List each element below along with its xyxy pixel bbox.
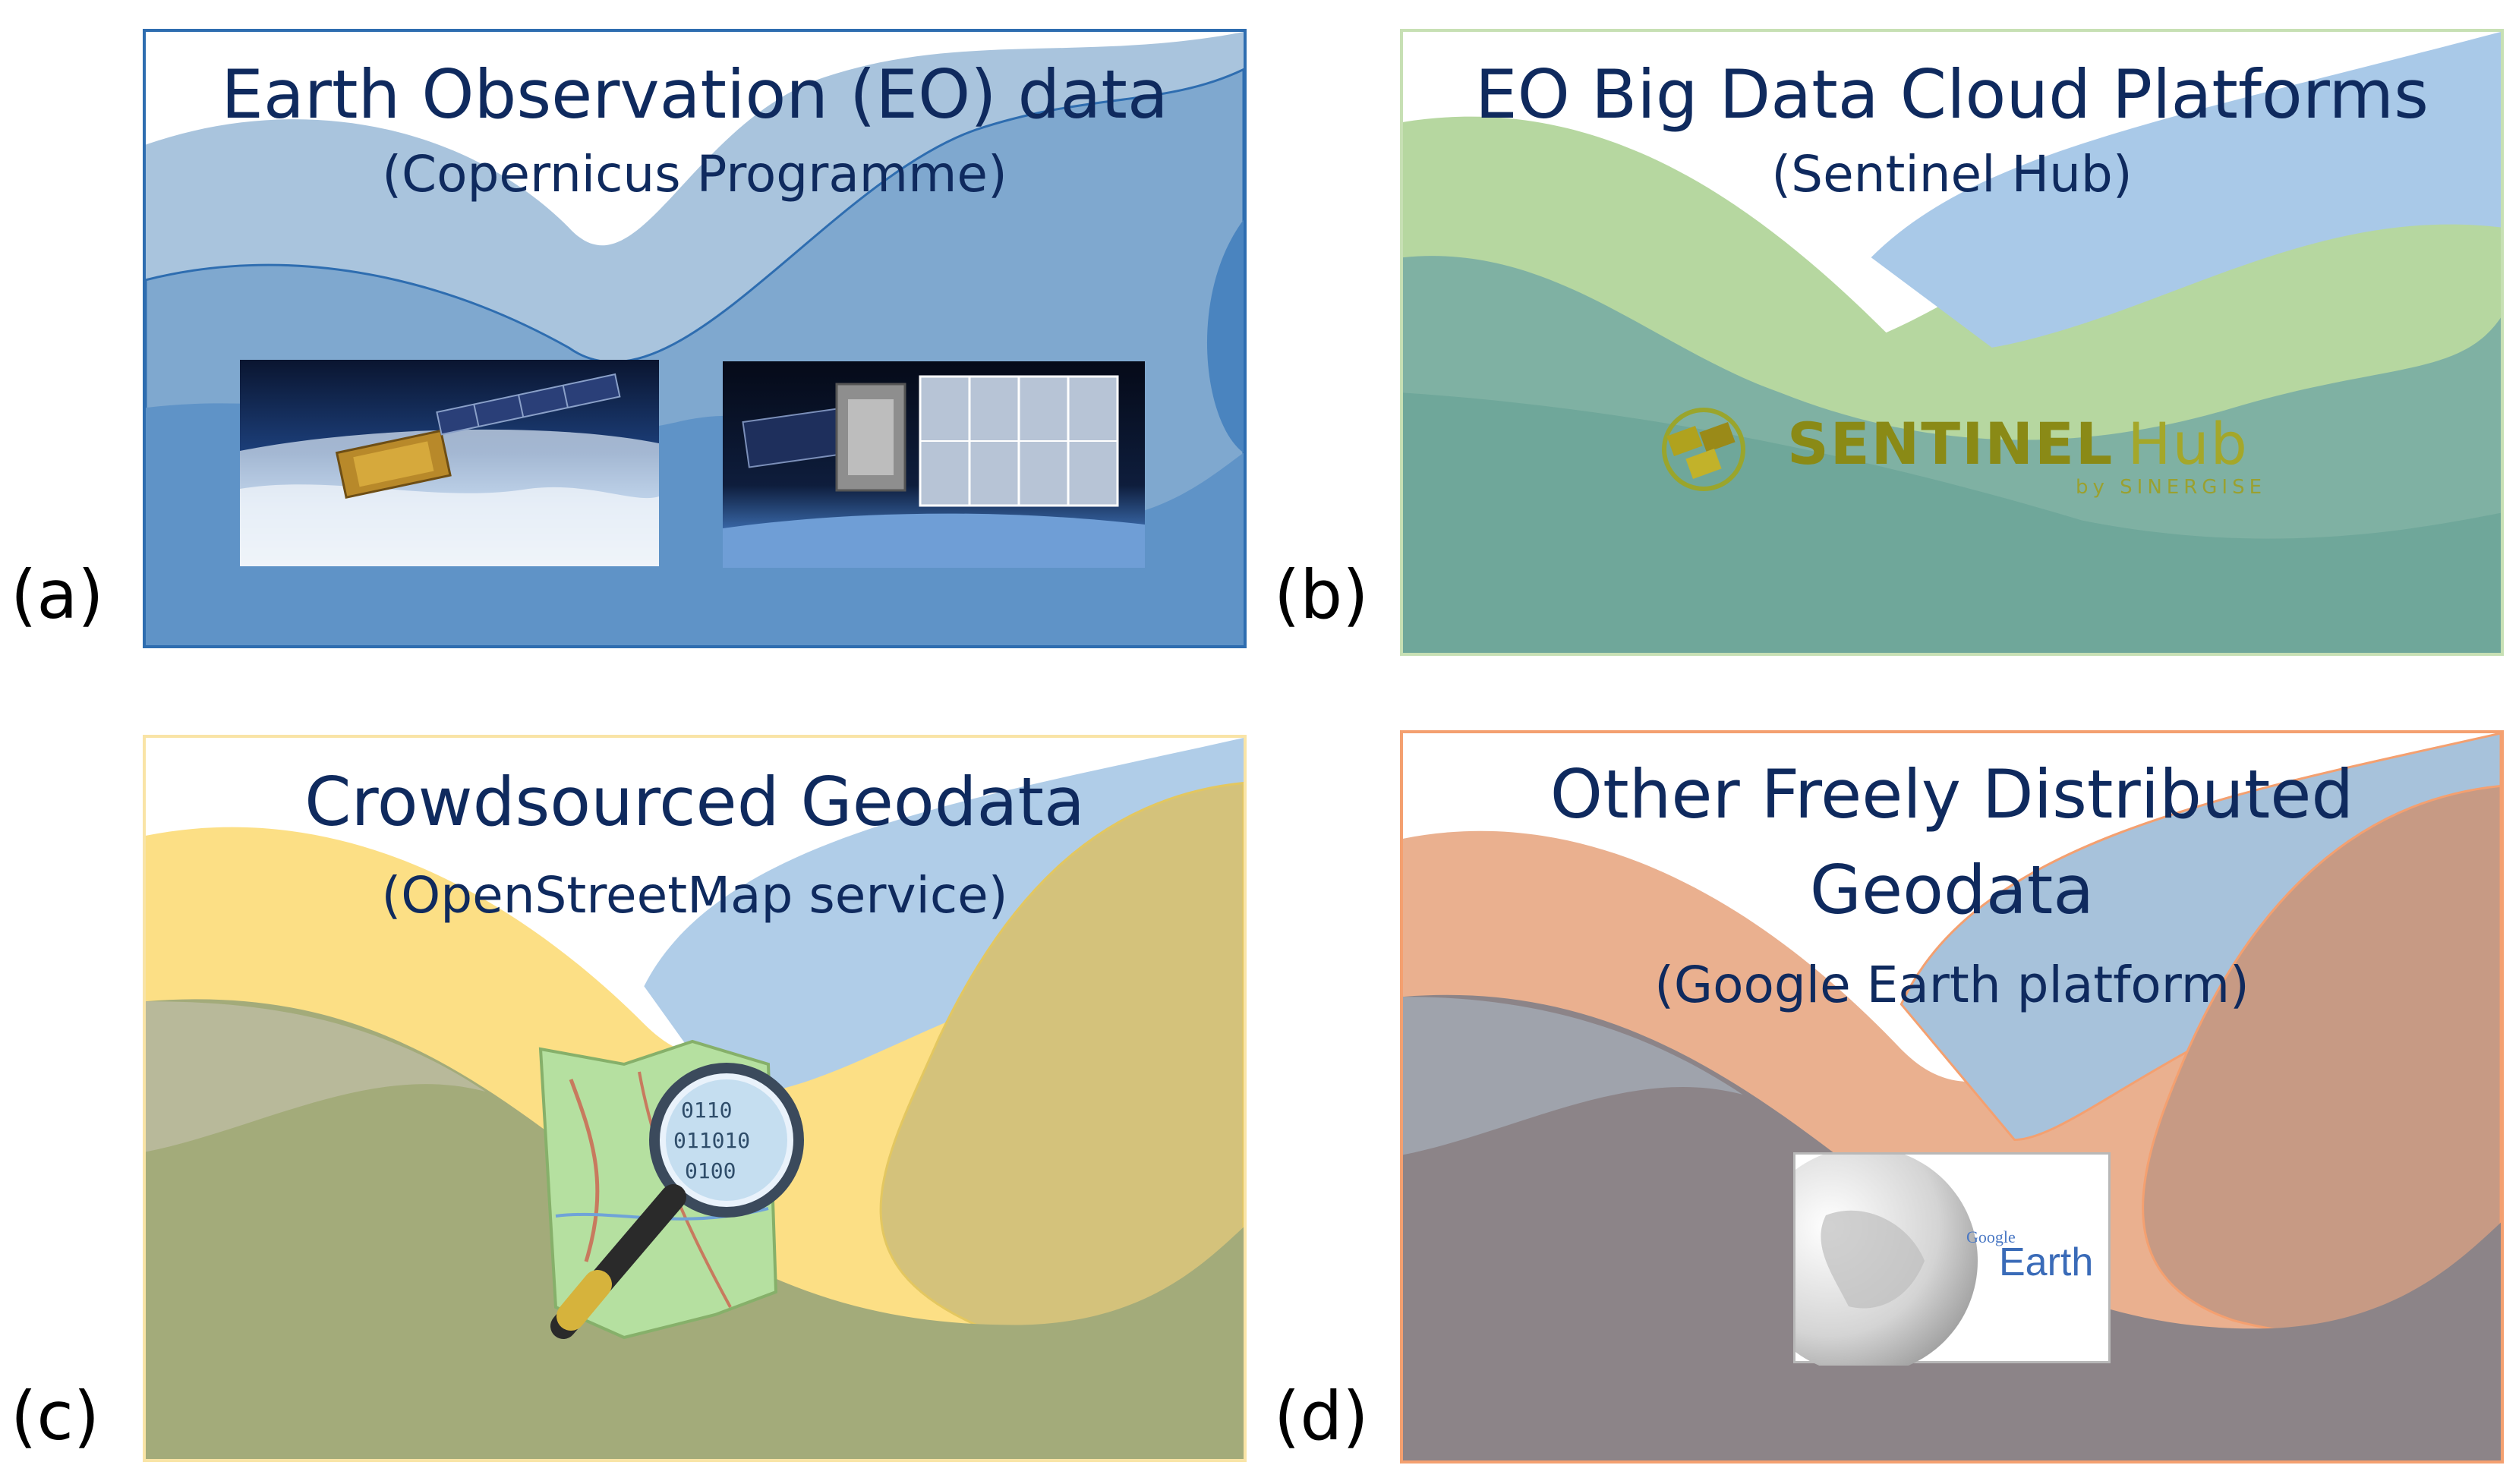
panel-a-title: Earth Observation (EO) data — [221, 55, 1168, 134]
google-wordmark: Google — [1966, 1227, 2016, 1246]
earth-wordmark: Earth — [1999, 1240, 2094, 1284]
satellite-sentinel-1-image — [240, 360, 659, 566]
panel-d-title-line-1: Other Freely Distributed — [1550, 755, 2354, 833]
panel-d-wave-background — [1403, 733, 2501, 1460]
binary-text-line-2: 011010 — [673, 1128, 750, 1153]
panel-b-wave-background — [1403, 32, 2501, 653]
panel-eo-data: Earth Observation (EO) data (Copernicus … — [143, 29, 1247, 648]
openstreetmap-logo: 0110 011010 0100 — [525, 1034, 844, 1368]
panel-label-c: (c) — [11, 1377, 100, 1455]
panel-label-d: (d) — [1274, 1377, 1369, 1455]
binary-text-line-1: 0110 — [681, 1098, 732, 1123]
sentinel-hub-cube-icon — [1662, 408, 1745, 491]
panel-label-a: (a) — [11, 556, 104, 634]
binary-text-line-3: 0100 — [685, 1158, 736, 1183]
panel-c-title: Crowdsourced Geodata — [304, 763, 1085, 841]
panel-label-b: (b) — [1274, 556, 1369, 634]
panel-d-title-line-2: Geodata — [1809, 851, 2095, 929]
sinergise-byline: by SINERGISE — [2076, 476, 2267, 499]
satellite-sentinel-2-image — [723, 361, 1145, 568]
sentinel-logo-word: SENTINEL — [1787, 410, 2114, 477]
panel-cloud-platforms: EO Big Data Cloud Platforms (Sentinel Hu… — [1400, 29, 2504, 656]
panel-d-subtitle: (Google Earth platform) — [1654, 956, 2249, 1014]
panel-b-subtitle: (Sentinel Hub) — [1771, 145, 2133, 203]
globe-icon — [1795, 1155, 1978, 1366]
panel-b-title: EO Big Data Cloud Platforms — [1475, 55, 2429, 134]
panel-crowdsourced-geodata: Crowdsourced Geodata (OpenStreetMap serv… — [143, 735, 1247, 1462]
google-earth-logo: Google Earth — [1793, 1152, 2111, 1366]
panel-c-subtitle: (OpenStreetMap service) — [381, 866, 1008, 925]
panel-other-geodata: Other Freely Distributed Geodata (Google… — [1400, 730, 2504, 1464]
panel-a-subtitle: (Copernicus Programme) — [382, 145, 1007, 203]
hub-logo-word: Hub — [2127, 410, 2249, 477]
